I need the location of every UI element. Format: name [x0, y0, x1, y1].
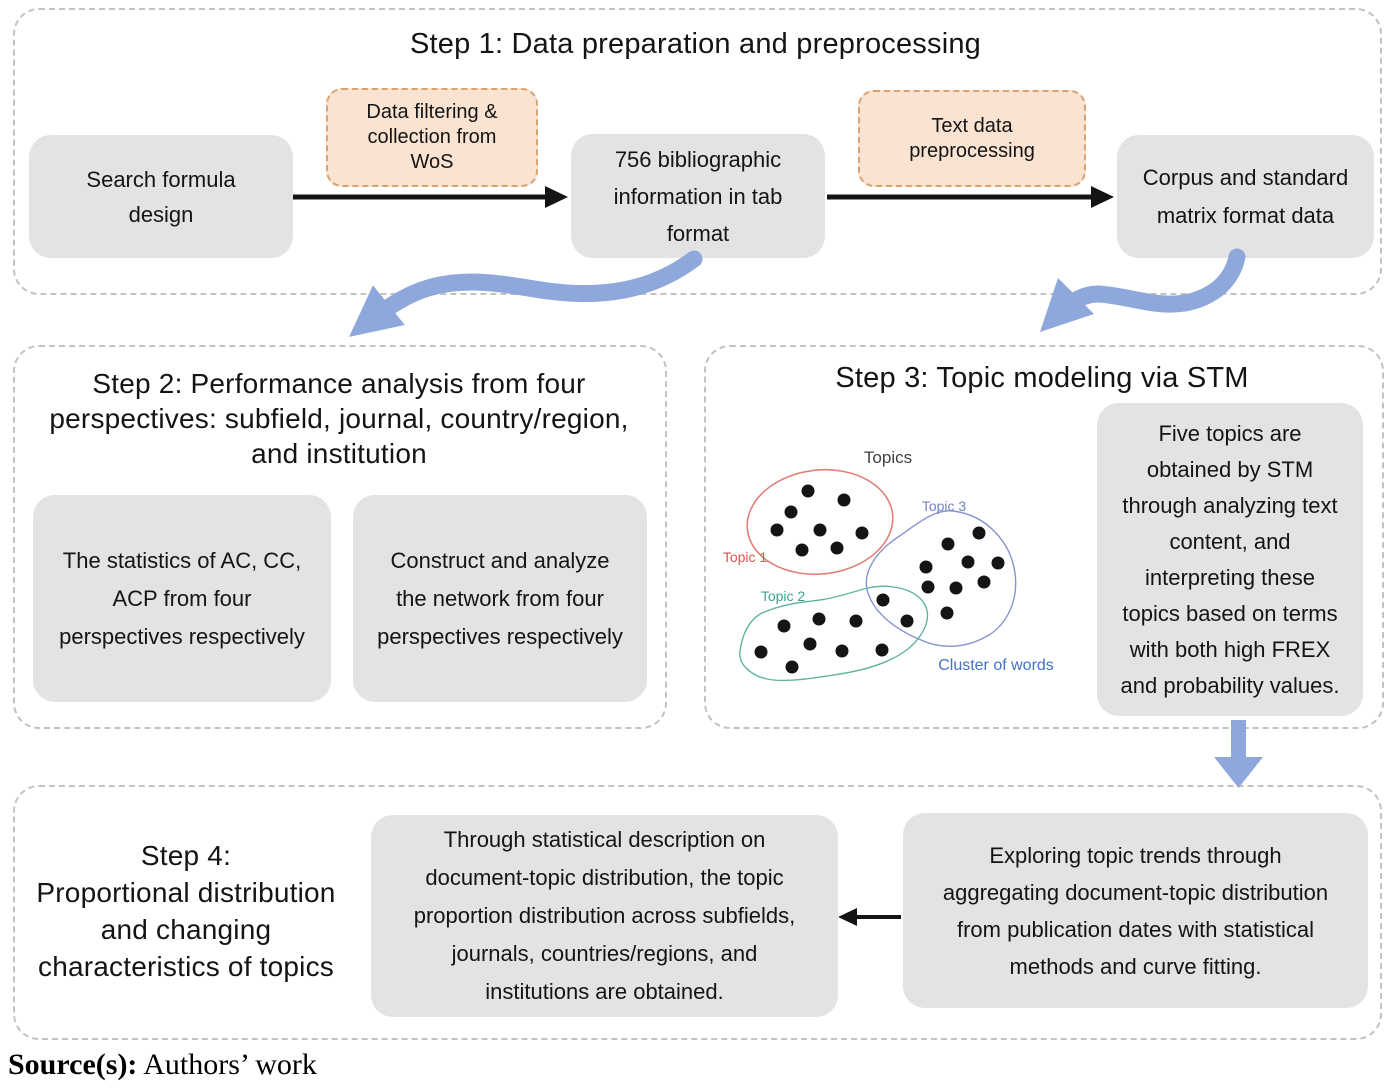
word-dot-topic1 — [837, 493, 851, 507]
word-dot-overlap — [876, 593, 890, 607]
word-dot-topic3 — [961, 555, 975, 569]
word-dot-topic2 — [875, 643, 889, 657]
label-data-filtering-collection: Data filtering & collection from WoS — [326, 88, 538, 187]
node-bibliographic-information: 756 bibliographic information in tab for… — [571, 134, 825, 258]
topic-dots — [754, 484, 1005, 674]
word-dot-overlap — [900, 614, 914, 628]
source-caption: Source(s): Authors’ work — [8, 1048, 317, 1082]
node-topic-proportion-distribution: Through statistical description on docum… — [371, 815, 838, 1017]
word-dot-topic2 — [812, 612, 826, 626]
word-dot-topic1 — [784, 505, 798, 519]
word-dot-topic2 — [835, 644, 849, 658]
step2-container — [13, 345, 667, 729]
word-dot-topic1 — [855, 526, 869, 540]
topic1-label: Topic 1 — [723, 549, 768, 565]
word-dot-topic3 — [940, 606, 954, 620]
word-dot-topic3 — [919, 560, 933, 574]
topic3-label: Topic 3 — [922, 498, 967, 514]
word-dot-topic1 — [813, 523, 827, 537]
word-dot-topic3 — [977, 575, 991, 589]
word-dot-topic1 — [830, 541, 844, 555]
step4-container — [13, 785, 1382, 1040]
word-dot-topic3 — [991, 556, 1005, 570]
word-dot-topic3 — [949, 581, 963, 595]
word-dot-topic2 — [754, 645, 768, 659]
step1-title: Step 1: Data preparation and preprocessi… — [409, 28, 982, 60]
arrow-step3-to-step4 — [1214, 720, 1263, 788]
word-dot-topic1 — [770, 523, 784, 537]
label-text-data-preprocessing: Text data preprocessing — [858, 90, 1086, 187]
step3-container — [704, 345, 1384, 729]
topic-cluster-diagram: Topics Topic 1 Topic 2 Topic 3 Cluster o… — [723, 448, 1054, 682]
word-dot-topic2 — [785, 660, 799, 674]
topics-label: Topics — [864, 448, 912, 467]
topic2-label: Topic 2 — [761, 588, 806, 604]
step2-title: Step 2: Performance analysis from four p… — [49, 368, 629, 469]
node-search-formula-design: Search formula design — [29, 135, 293, 258]
word-dot-topic2 — [803, 637, 817, 651]
word-dot-topic3 — [921, 580, 935, 594]
word-dot-topic3 — [972, 526, 986, 540]
node-construct-analyze-network: Construct and analyze the network from f… — [353, 495, 647, 702]
word-dot-topic2 — [849, 614, 863, 628]
node-statistics-ac-cc-acp: The statistics of AC, CC, ACP from four … — [33, 495, 331, 702]
topic1-boundary — [746, 468, 894, 576]
source-label: Source(s): — [8, 1048, 138, 1081]
word-dot-topic2 — [777, 619, 791, 633]
topic3-boundary — [865, 510, 1017, 648]
step3-title: Step 3: Topic modeling via STM — [835, 362, 1249, 394]
topic2-boundary — [739, 585, 929, 682]
node-corpus-matrix-data: Corpus and standard matrix format data — [1117, 135, 1374, 258]
cluster-of-words-label: Cluster of words — [938, 657, 1054, 674]
node-five-topics-summary: Five topics are obtained by STM through … — [1097, 403, 1363, 716]
source-text: Authors’ work — [137, 1048, 317, 1081]
step4-title: Step 4: Proportional distribution and ch… — [36, 840, 336, 982]
word-dot-topic3 — [941, 537, 955, 551]
word-dot-topic1 — [801, 484, 815, 498]
node-topic-trends: Exploring topic trends through aggregati… — [903, 813, 1368, 1008]
word-dot-topic1 — [795, 543, 809, 557]
